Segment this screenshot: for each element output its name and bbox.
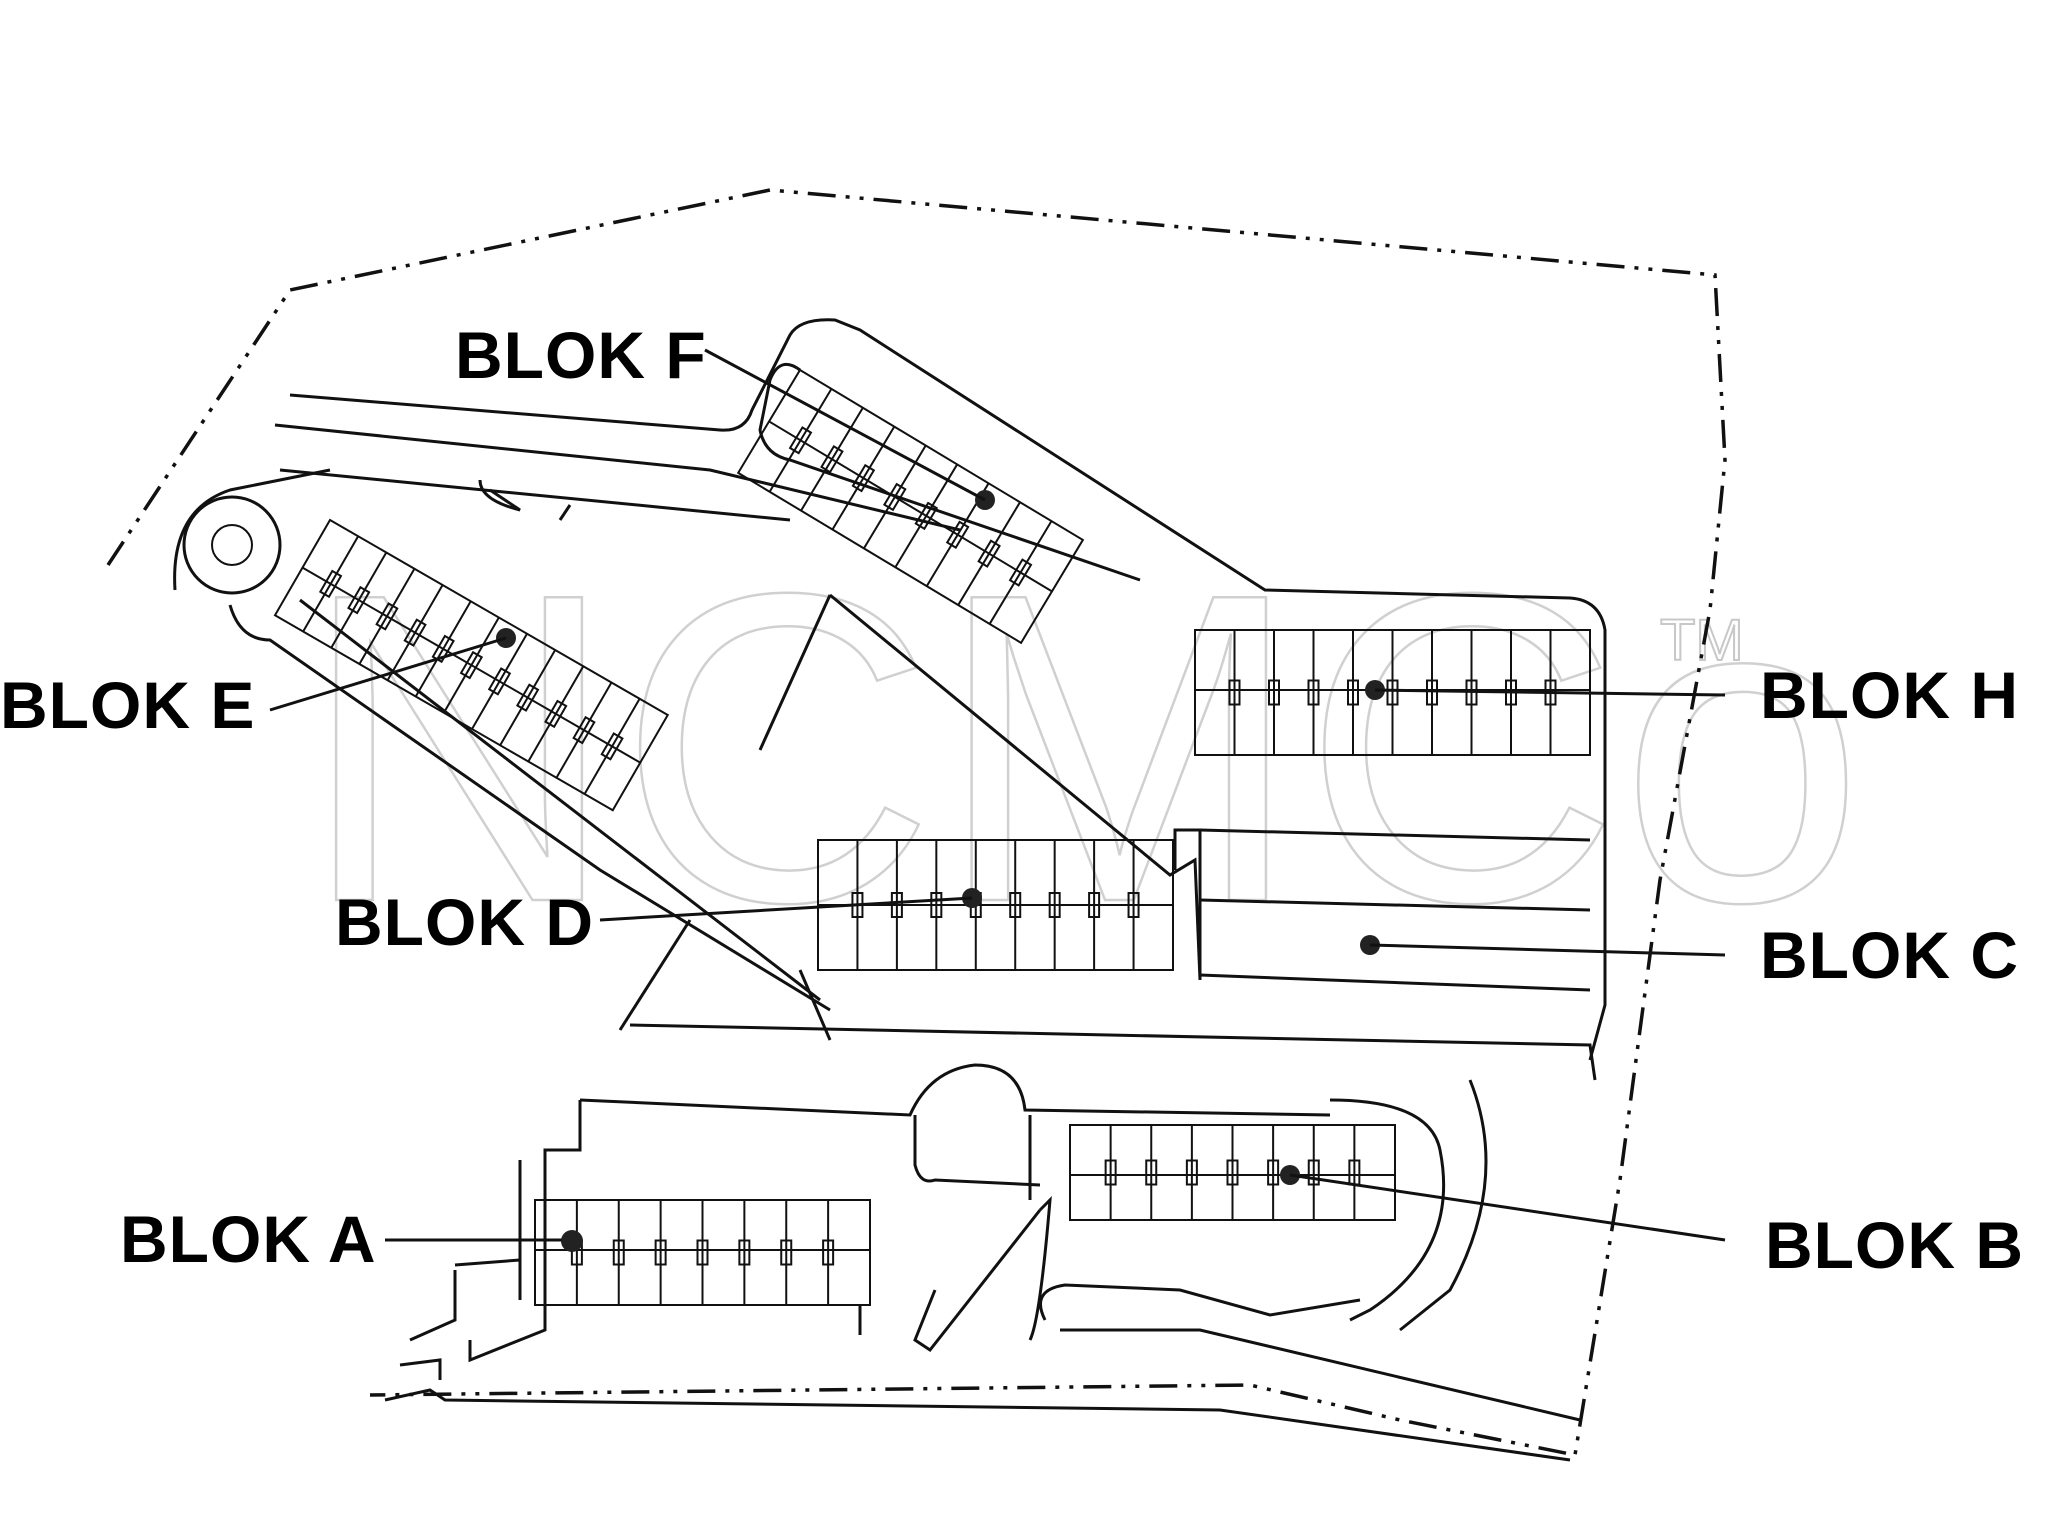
- label-block-d: BLOK D: [335, 885, 594, 959]
- unit-stair: [1009, 892, 1022, 918]
- unit-stair: [654, 1239, 667, 1266]
- unit-stair: [515, 683, 540, 712]
- unit-stair: [1008, 558, 1033, 587]
- marker-block-a: [561, 1230, 583, 1252]
- unit-stair: [1145, 1159, 1158, 1186]
- unit-partition: [443, 617, 500, 714]
- unit-stair: [1088, 892, 1101, 918]
- label-block-h: BLOK H: [1760, 658, 2019, 732]
- unit-stair: [459, 650, 484, 680]
- unit-stair: [820, 444, 844, 474]
- unit-stair: [375, 602, 399, 631]
- label-block-a: BLOK A: [120, 1202, 377, 1276]
- label-block-e: BLOK E: [0, 668, 255, 742]
- unit-stair: [1307, 1159, 1320, 1186]
- unit-stair: [612, 1239, 625, 1266]
- unit-stair: [487, 667, 512, 696]
- unit-stair: [1104, 1159, 1117, 1186]
- unit-stair: [1228, 679, 1241, 706]
- unit-stair: [738, 1239, 751, 1266]
- unit-stair: [1268, 679, 1280, 706]
- label-block-f: BLOK F: [455, 318, 707, 392]
- unit-stair: [572, 715, 596, 745]
- unit-stair: [882, 482, 907, 512]
- unit-stair: [696, 1239, 709, 1266]
- unit-stair: [318, 569, 343, 599]
- unit-stair: [1185, 1159, 1198, 1186]
- unit-stair: [822, 1239, 835, 1266]
- unit-stair: [788, 426, 813, 455]
- unit-stair: [1267, 1159, 1280, 1186]
- unit-stair: [1127, 892, 1140, 918]
- unit-partition: [583, 698, 641, 795]
- unit-partition: [414, 600, 472, 698]
- unit-partition: [499, 649, 557, 746]
- unit-partition: [988, 520, 1053, 625]
- site-boundary: [106, 188, 1727, 1458]
- unit-stair: [347, 585, 371, 615]
- unit-partition: [386, 584, 444, 681]
- unit-partition: [768, 388, 833, 493]
- unit-stair: [890, 892, 903, 918]
- unit-partition: [800, 407, 864, 512]
- unit-stair: [1426, 679, 1438, 706]
- unit-stair: [1347, 679, 1359, 706]
- unit-stair: [851, 463, 876, 493]
- unit-partition: [358, 568, 416, 665]
- unit-stair: [403, 618, 427, 647]
- leader-block-f: [704, 348, 986, 502]
- leader-block-d: [599, 896, 973, 922]
- unit-partition: [302, 535, 360, 633]
- unit-stair: [780, 1239, 793, 1266]
- block-B-building: [1069, 1124, 1396, 1221]
- trademark: TM: [1660, 608, 1744, 673]
- unit-partition: [471, 633, 528, 730]
- unit-stair: [600, 732, 624, 761]
- unit-partition: [831, 426, 896, 531]
- unit-partition: [555, 682, 613, 779]
- unit-partition: [957, 501, 1021, 606]
- leader-block-h: [1374, 688, 1726, 697]
- leader-block-b: [1289, 1173, 1726, 1242]
- block-markers: [269, 348, 1726, 1252]
- unit-stair: [1386, 679, 1399, 706]
- unit-stair: [1048, 892, 1061, 918]
- leader-block-c: [1369, 943, 1726, 957]
- unit-stair: [977, 539, 1001, 568]
- label-block-c: BLOK C: [1760, 918, 2019, 992]
- unit-partition: [894, 463, 959, 568]
- block-A-building: [534, 1199, 871, 1306]
- road-network: [173, 318, 1607, 1462]
- unit-stair: [914, 501, 939, 531]
- unit-stair: [544, 699, 568, 729]
- label-block-b: BLOK B: [1765, 1208, 2024, 1282]
- unit-stair: [1307, 679, 1320, 706]
- leader-block-e: [269, 636, 507, 712]
- block-E-building: [273, 518, 670, 812]
- unit-partition: [527, 665, 585, 763]
- unit-stair: [945, 520, 970, 549]
- unit-partition: [330, 552, 388, 649]
- unit-stair: [930, 892, 943, 918]
- unit-stair: [1226, 1159, 1239, 1186]
